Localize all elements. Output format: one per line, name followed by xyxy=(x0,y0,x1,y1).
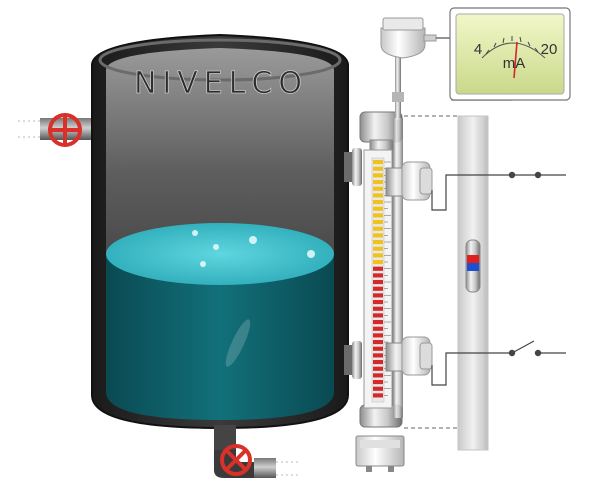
indicator-segment-red xyxy=(373,340,383,345)
indicator-segment-yellow xyxy=(373,233,383,238)
transmitter-probe xyxy=(392,50,404,418)
indicator-segment-yellow xyxy=(373,213,383,218)
indicator-segment-yellow xyxy=(373,160,383,165)
indicator-segment-red xyxy=(373,286,383,291)
indicator-segment-red xyxy=(373,380,383,385)
indicator-segment-red xyxy=(373,313,383,318)
indicator-segment-red xyxy=(373,373,383,378)
bubbles xyxy=(192,230,315,267)
indicator-segment-red xyxy=(373,273,383,278)
upper-switch-circuit xyxy=(431,174,566,211)
indicator-segment-yellow xyxy=(373,166,383,171)
brand-logo: NIVELCO xyxy=(134,66,308,101)
meter-unit-label: mA xyxy=(503,55,526,72)
indicator-segment-red xyxy=(373,360,383,365)
indicator-segment-red xyxy=(373,333,383,338)
float-magnet xyxy=(465,239,481,293)
meter-min-label: 4 xyxy=(474,41,482,58)
indicator-segment-red xyxy=(373,366,383,371)
tank-nozzle-lower xyxy=(344,341,362,379)
upper-switch-contacts xyxy=(508,171,542,179)
indicator-segment-red xyxy=(373,280,383,285)
lower-switch-circuit xyxy=(431,340,566,386)
lower-switch-contacts xyxy=(508,349,542,357)
indicator-segment-yellow xyxy=(373,253,383,258)
indicator-segment-yellow xyxy=(373,220,383,225)
indicator-segment-yellow xyxy=(373,226,383,231)
indicator-segment-red xyxy=(373,266,383,271)
indicator-segment-red xyxy=(373,346,383,351)
tank-nozzle-upper xyxy=(344,148,362,186)
indicator-segment-yellow xyxy=(373,206,383,211)
tank xyxy=(91,33,349,430)
indicator-segment-yellow xyxy=(373,240,383,245)
outlet-valve-icon[interactable] xyxy=(220,444,252,476)
meter-needle xyxy=(513,41,518,79)
indicator-segment-red xyxy=(373,320,383,325)
indicator-segment-yellow xyxy=(373,180,383,185)
ma-meter xyxy=(449,7,571,101)
transmitter-head xyxy=(380,17,437,59)
indicator-segment-red xyxy=(373,300,383,305)
indicator-segment-red xyxy=(373,293,383,298)
indicator-segment-red xyxy=(373,353,383,358)
indicator-segment-red xyxy=(373,386,383,391)
meter-max-label: 20 xyxy=(541,41,558,58)
level-indicator xyxy=(373,160,391,398)
inlet-valve-icon[interactable] xyxy=(48,113,82,147)
indicator-segment-red xyxy=(373,306,383,311)
indicator-segment-red xyxy=(373,393,383,398)
liquid-surface xyxy=(106,223,334,285)
indicator-segment-yellow xyxy=(373,173,383,178)
upper-switch-housing xyxy=(385,161,433,201)
indicator-segment-yellow xyxy=(373,200,383,205)
lower-switch-housing xyxy=(385,336,433,376)
indicator-segment-yellow xyxy=(373,260,383,265)
indicator-segment-yellow xyxy=(373,193,383,198)
indicator-segment-red xyxy=(373,326,383,331)
indicator-segment-yellow xyxy=(373,186,383,191)
indicator-segment-yellow xyxy=(373,246,383,251)
junction-box xyxy=(355,435,405,472)
